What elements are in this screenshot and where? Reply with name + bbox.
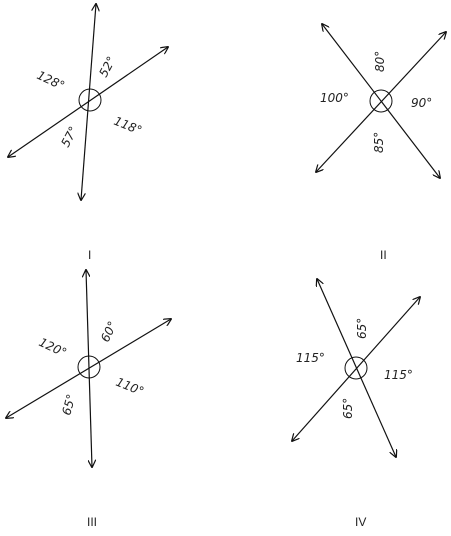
figure-1-label: I [88, 248, 91, 262]
figure-3-angle-1: 120° [37, 335, 69, 360]
figure-2-line-b [316, 32, 446, 172]
figure-2-angle-1: 100° [320, 91, 349, 105]
figure-2-angle-3: 90° [411, 96, 432, 110]
figure-2-angle-2: 80° [373, 51, 387, 72]
figure-2: 100° 80° 90° 85° II [316, 24, 446, 262]
figure-3-line-b [6, 319, 171, 418]
figure-4-angle-1: 115° [296, 351, 325, 365]
figure-1-intersection-circle [78, 88, 102, 112]
figure-1: 128° 52° 118° 57° I [8, 4, 168, 262]
figure-4-angle-4: 65° [341, 398, 355, 419]
figure-4-angle-2: 65° [355, 318, 369, 339]
figure-4-line-b [292, 297, 420, 441]
figure-3-label: III [87, 515, 97, 529]
figure-4-label: IV [355, 515, 366, 529]
figure-2-label: II [380, 248, 387, 262]
figure-4-intersection-circle [344, 356, 368, 380]
figure-4: 115° 65° 115° 65° IV [292, 279, 420, 529]
figure-3: 120° 60° 110° 65° III [6, 270, 171, 529]
figure-1-angle-2: 52° [96, 54, 118, 79]
figure-2-angle-4: 85° [372, 132, 386, 153]
figure-3-angle-3: 110° [114, 375, 146, 399]
figure-1-angle-4: 57° [58, 124, 80, 149]
figure-4-angle-3: 115° [384, 368, 413, 382]
figure-1-angle-1: 128° [35, 68, 67, 93]
figure-3-angle-4: 65° [59, 393, 78, 417]
figure-2-intersection-circle [369, 89, 393, 113]
figure-3-intersection-circle [77, 355, 101, 379]
figure-1-line-b [8, 47, 168, 157]
figure-3-angle-2: 60° [98, 319, 120, 344]
figure-1-angle-3: 118° [112, 114, 144, 138]
